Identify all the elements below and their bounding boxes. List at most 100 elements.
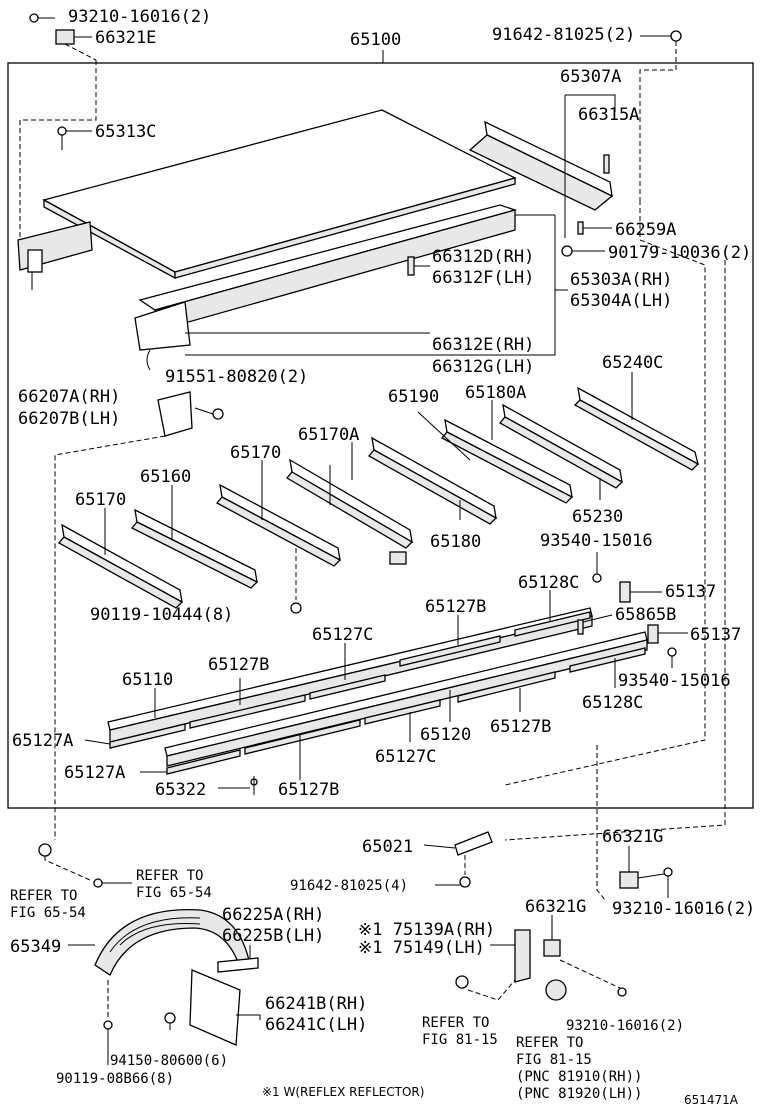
reflector-81910[interactable]: [545, 979, 567, 1001]
bracket-65137-top[interactable]: [619, 581, 662, 603]
cross-member-65170-mid[interactable]: [286, 458, 414, 549]
nut-66321e[interactable]: [55, 29, 75, 45]
strip-65127b-top[interactable]: [399, 635, 501, 667]
dash-left-frame: [19, 60, 97, 240]
clip-66312d[interactable]: [407, 256, 430, 276]
strip-65127a-top[interactable]: [109, 723, 186, 749]
label-fig-65-54-a: FIG 65-54: [136, 885, 212, 901]
label-91642-81025-top: 91642-81025(2): [492, 25, 635, 45]
stay-66225a[interactable]: [217, 945, 259, 973]
bolt-93540-15016-top[interactable]: [592, 552, 602, 583]
label-refer-to-a: REFER TO: [136, 868, 203, 884]
label-66241b: 66241B(RH): [265, 994, 367, 1014]
label-66207a: 66207A(RH): [18, 387, 120, 407]
dash-93210-bot: [559, 959, 621, 989]
bolt-93540-15016-bot[interactable]: [667, 647, 677, 668]
bolt-91642-81025-top[interactable]: [640, 30, 682, 42]
label-65865b: 65865B: [615, 605, 676, 625]
dash-right-long2: [504, 260, 726, 841]
label-fig-65-54-b: FIG 65-54: [10, 905, 86, 921]
grommet-refer-81-15[interactable]: [455, 975, 469, 989]
label-65170-mid: 65170: [230, 443, 281, 463]
deck-board-65100[interactable]: [42, 109, 517, 280]
cross-member-65170a[interactable]: [368, 436, 498, 525]
bolt-90119-08b66[interactable]: [103, 1020, 113, 1065]
cross-member-65240c[interactable]: [573, 386, 700, 471]
label-93540-15016-top: 93540-15016: [540, 531, 653, 551]
label-66321g-bot: 66321G: [525, 897, 586, 917]
leader-rail-b: [185, 215, 556, 356]
label-65137-top: 65137: [665, 582, 716, 602]
bolt-93210-16016-top[interactable]: [29, 13, 55, 23]
dash-right-long: [504, 200, 706, 786]
label-75149: ※1 75149(LH): [358, 938, 485, 958]
label-90119-08b66: 90119-08B66(8): [56, 1071, 174, 1087]
label-90179-10036: 90179-10036(2): [608, 243, 751, 263]
dash-66321g: [596, 745, 606, 901]
label-65170-left: 65170: [75, 490, 126, 510]
cross-member-65170-first[interactable]: [57, 523, 184, 609]
hook-66312e[interactable]: [146, 349, 151, 371]
leader-65127a-top: [84, 739, 111, 745]
label-refer-to-b: REFER TO: [10, 888, 77, 904]
label-diagram-id: 651471A: [684, 1093, 739, 1107]
bolt-90119-10444[interactable]: [290, 602, 302, 614]
washer-refer-65-54[interactable]: [38, 843, 52, 857]
strip-65128c-bot[interactable]: [569, 647, 646, 673]
label-fig-81-15-a: FIG 81-15: [422, 1032, 498, 1048]
label-93210-16016-top: 93210-16016(2): [68, 7, 211, 27]
label-66312e: 66312E(RH): [432, 335, 534, 355]
nut-66321g-top[interactable]: [619, 871, 639, 889]
label-65322: 65322: [155, 780, 206, 800]
hinge-65021[interactable]: [423, 831, 493, 856]
label-65021: 65021: [362, 837, 413, 857]
bracket-66207a[interactable]: [157, 391, 193, 437]
strip-65127b-mid[interactable]: [189, 694, 306, 729]
strip-65128c-top[interactable]: [514, 611, 591, 637]
bracket-75139a[interactable]: [490, 929, 531, 983]
label-91551-80820: 91551-80820(2): [165, 367, 308, 387]
mudflap-66241b[interactable]: [189, 969, 241, 1046]
label-65127a-bot: 65127A: [64, 763, 125, 783]
bolt-93210-16016-bot[interactable]: [617, 987, 627, 997]
label-65170a: 65170A: [298, 425, 359, 445]
bolt-refer-65-54[interactable]: [93, 878, 132, 888]
pin-66315a[interactable]: [603, 154, 610, 174]
screw-65322[interactable]: [218, 776, 258, 795]
sill-65120[interactable]: [164, 631, 648, 767]
nut-90179-10036[interactable]: [561, 245, 605, 257]
cross-member-65160[interactable]: [130, 508, 259, 589]
rail-65307a[interactable]: [468, 120, 614, 211]
clip-66259a[interactable]: [577, 221, 612, 235]
nut-66321g-bot[interactable]: [543, 939, 561, 957]
label-65137-bot: 65137: [690, 625, 741, 645]
clip-65865b[interactable]: [577, 614, 613, 635]
label-pnc-81910: (PNC 81910(RH)): [516, 1069, 642, 1085]
bolt-93210-16016-mid[interactable]: [637, 867, 673, 898]
cross-member-65180a[interactable]: [498, 403, 624, 489]
strip-65127c-low[interactable]: [364, 699, 441, 725]
label-65190: 65190: [388, 387, 439, 407]
left-side-bracket[interactable]: [17, 221, 93, 290]
label-91642-81025-bot: 91642-81025(4): [290, 878, 408, 894]
strip-65127b-bot[interactable]: [244, 719, 361, 755]
bracket-65137-bot[interactable]: [647, 624, 688, 644]
strip-65127b-low[interactable]: [457, 671, 556, 703]
label-65128c-top: 65128C: [518, 573, 579, 593]
bolt-91642-81025-bot[interactable]: [435, 876, 471, 888]
label-65100: 65100: [350, 30, 401, 50]
cross-member-65170-left[interactable]: [215, 483, 342, 567]
label-66225b: 66225B(LH): [222, 926, 324, 946]
dash-refer-65: [44, 856, 91, 881]
side-rail-65303a[interactable]: [134, 204, 518, 351]
label-refer-to-c: REFER TO: [422, 1015, 489, 1031]
screw-65313c[interactable]: [57, 126, 92, 150]
label-65127a-top: 65127A: [12, 731, 73, 751]
strip-65127c-top[interactable]: [309, 674, 386, 700]
label-66312g: 66312G(LH): [432, 357, 534, 377]
bolt-91551-80820[interactable]: [194, 407, 224, 420]
label-65304a: 65304A(LH): [570, 291, 672, 311]
clip-small[interactable]: [389, 551, 407, 565]
label-65180: 65180: [430, 532, 481, 552]
nut-94150-80600[interactable]: [164, 1012, 176, 1030]
